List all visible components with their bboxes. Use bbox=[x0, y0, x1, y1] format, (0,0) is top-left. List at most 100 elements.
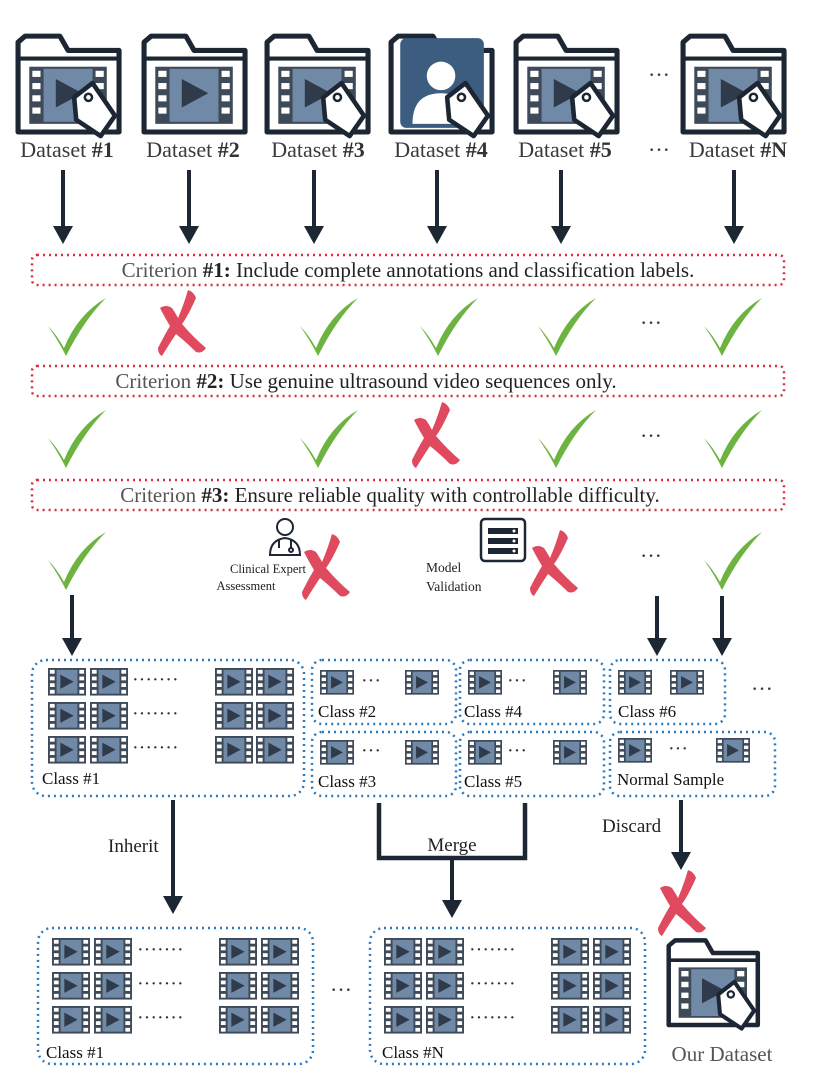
output-class-1-box bbox=[36, 926, 315, 1066]
video-folder-icon bbox=[267, 36, 368, 136]
video-clip-icon bbox=[219, 972, 257, 1000]
output-class-n-label: Class #N bbox=[382, 1043, 444, 1062]
video-clip-icon bbox=[551, 938, 589, 966]
video-clip-icon bbox=[426, 938, 464, 966]
cross-icon bbox=[302, 534, 350, 600]
video-clip-icon bbox=[256, 736, 294, 764]
check-ellipsis: ··· bbox=[640, 310, 662, 335]
class-1-box bbox=[30, 658, 306, 798]
class-6-label: Class #6 bbox=[618, 702, 676, 721]
class-4-box bbox=[458, 658, 606, 726]
video-folder-icon bbox=[18, 36, 119, 136]
video-clip-icon bbox=[468, 670, 502, 695]
video-clip-icon bbox=[320, 670, 354, 695]
output-class-1-label: Class #1 bbox=[46, 1043, 104, 1062]
class-ellipsis: ··· bbox=[751, 676, 773, 701]
video-clip-icon bbox=[553, 740, 587, 765]
video-clip-icon bbox=[384, 972, 422, 1000]
output-ellipsis: ··· bbox=[330, 977, 352, 1002]
clip-dots: ······· bbox=[469, 1007, 516, 1029]
class-2-box bbox=[310, 658, 458, 726]
cross-icon bbox=[412, 402, 460, 468]
dataset-label: Dataset #5 bbox=[518, 137, 611, 162]
criterion-3-text: Criterion #3: Ensure reliable quality wi… bbox=[120, 483, 659, 507]
video-clip-icon bbox=[553, 670, 587, 695]
cross-icon bbox=[530, 530, 578, 596]
video-clip-icon bbox=[716, 738, 750, 763]
discard-label: Discard bbox=[602, 816, 662, 837]
clip-dots: ······· bbox=[469, 973, 516, 995]
clinical-expert-label: Clinical Expert bbox=[230, 562, 307, 576]
model-validation-label: Model bbox=[426, 560, 461, 575]
video-clip-icon bbox=[320, 740, 354, 765]
video-clip-icon bbox=[618, 738, 652, 763]
video-clip-icon bbox=[426, 972, 464, 1000]
clip-dots: ······· bbox=[132, 737, 179, 759]
check-icon bbox=[300, 410, 358, 468]
output-boxes bbox=[36, 926, 647, 1066]
criterion-2-box bbox=[30, 364, 786, 398]
discard-cross-icon bbox=[658, 870, 706, 936]
class-2-label: Class #2 bbox=[318, 702, 376, 721]
check-icon bbox=[48, 532, 106, 590]
video-clip-icon bbox=[90, 736, 128, 764]
check-ellipsis: ··· bbox=[640, 423, 662, 448]
clip-dots: ······· bbox=[132, 703, 179, 725]
check-icon bbox=[48, 298, 106, 356]
check-icon bbox=[300, 298, 358, 356]
criterion-1-text: Criterion #1: Include complete annotatio… bbox=[122, 258, 695, 282]
clip-dots: ······· bbox=[137, 1007, 184, 1029]
video-clip-icon bbox=[256, 702, 294, 730]
model-server-icon bbox=[479, 517, 527, 563]
clip-dots: ······· bbox=[137, 973, 184, 995]
normal-sample-label: Normal Sample bbox=[617, 770, 724, 789]
video-clip-icon bbox=[551, 1006, 589, 1034]
video-clip-icon bbox=[468, 740, 502, 765]
class-3-box bbox=[310, 730, 458, 798]
check-icon bbox=[48, 410, 106, 468]
class-boxes bbox=[30, 658, 777, 798]
video-clip-icon bbox=[52, 938, 90, 966]
merge-label: Merge bbox=[427, 835, 476, 856]
clip-dots: ··· bbox=[361, 740, 381, 762]
video-clip-icon bbox=[52, 1006, 90, 1034]
video-clip-icon bbox=[94, 938, 132, 966]
dataset-label: Dataset #4 bbox=[394, 137, 487, 162]
clip-dots: ··· bbox=[507, 670, 527, 692]
our-dataset-label: Our Dataset bbox=[672, 1042, 773, 1066]
clip-dots: ······· bbox=[469, 939, 516, 961]
video-clip-icon bbox=[593, 972, 631, 1000]
folder-ellipsis: ··· bbox=[648, 62, 670, 87]
video-clips: ········································… bbox=[48, 668, 750, 1034]
video-clip-icon bbox=[261, 972, 299, 1000]
image-folder-icon bbox=[388, 33, 495, 136]
class-4-label: Class #4 bbox=[464, 702, 523, 721]
check-icon bbox=[420, 298, 478, 356]
dataset-label: Dataset #N bbox=[689, 137, 787, 162]
class-5-box bbox=[458, 730, 606, 798]
cross-icon bbox=[158, 290, 206, 356]
video-clip-icon bbox=[256, 668, 294, 696]
video-clip-icon bbox=[94, 972, 132, 1000]
check-icon bbox=[538, 298, 596, 356]
video-clip-icon bbox=[52, 972, 90, 1000]
criterion-3-box bbox=[30, 478, 786, 512]
class-6-box bbox=[608, 658, 727, 726]
video-folder-icon bbox=[516, 36, 617, 136]
dataset-arrows bbox=[53, 170, 744, 244]
video-clip-icon bbox=[48, 736, 86, 764]
clinical-expert-icon bbox=[268, 518, 302, 556]
video-clip-icon bbox=[219, 1006, 257, 1034]
dataset-label: Dataset #2 bbox=[146, 137, 239, 162]
class-labels: Class #1 Class #2 Class #3 Class #4 Clas… bbox=[42, 702, 724, 791]
video-clip-icon bbox=[90, 668, 128, 696]
clip-dots: ······· bbox=[132, 669, 179, 691]
check-icon bbox=[704, 298, 762, 356]
normal-sample-box bbox=[608, 730, 777, 798]
dataset-folders bbox=[18, 36, 784, 136]
class-1-label: Class #1 bbox=[42, 769, 100, 788]
dataset-label: Dataset #1 bbox=[20, 137, 113, 162]
